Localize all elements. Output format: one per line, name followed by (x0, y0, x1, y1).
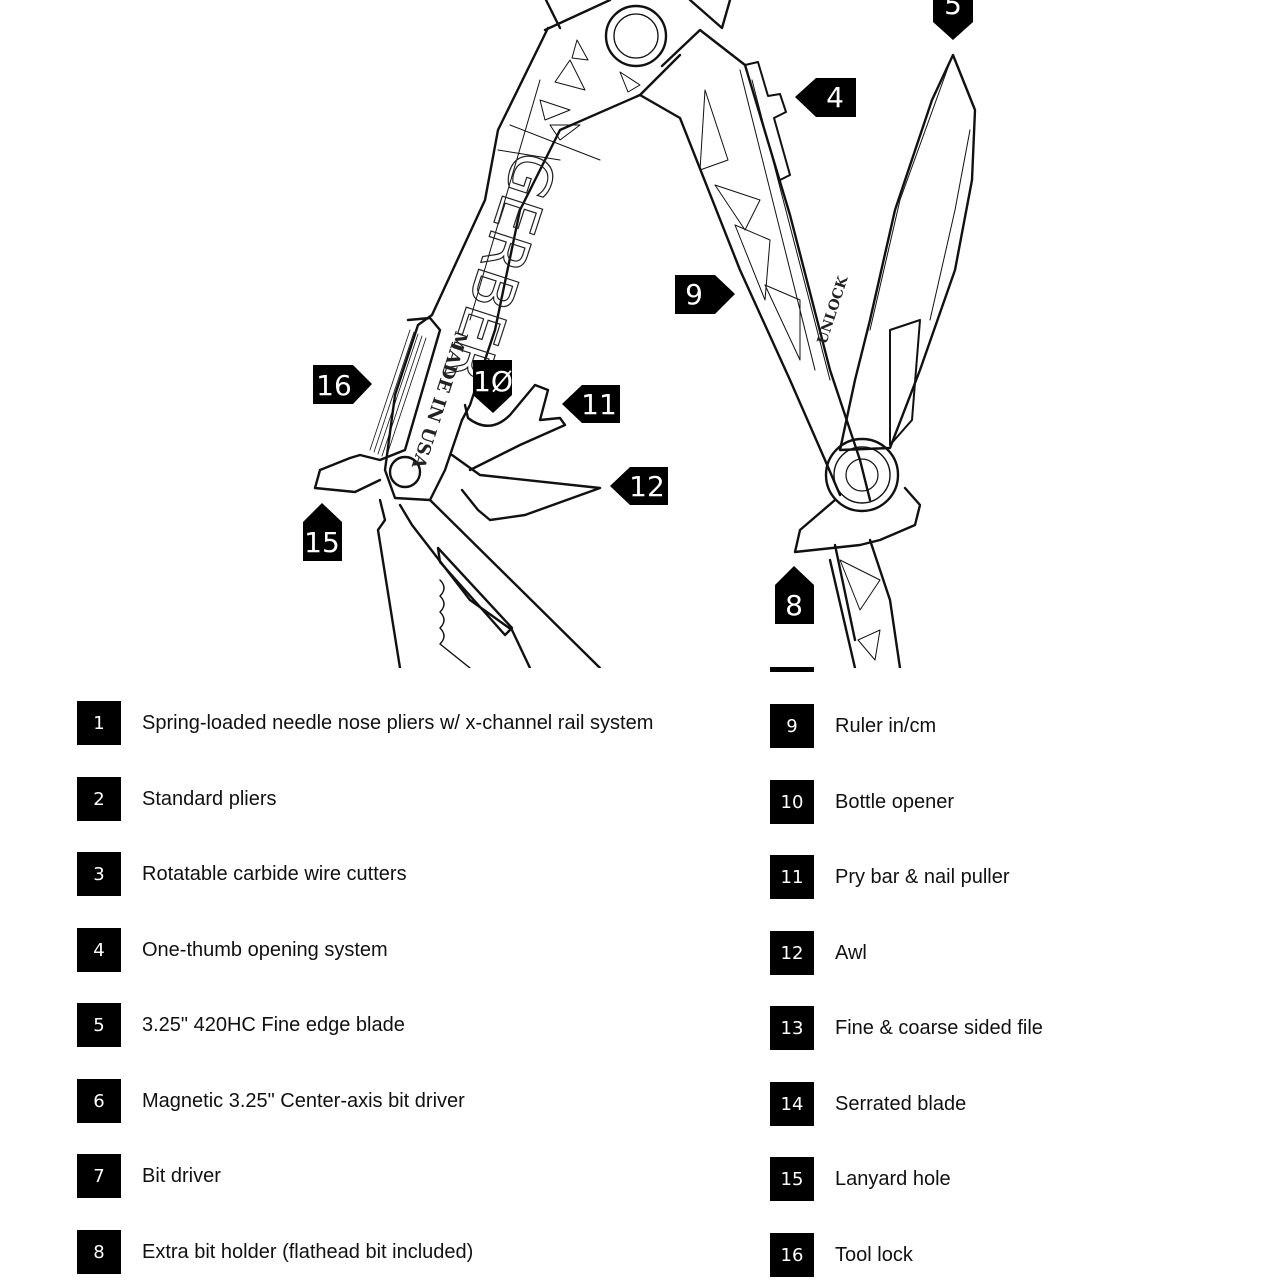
legend-item: 13 Fine & coarse sided file (770, 1006, 1043, 1050)
legend-label: Serrated blade (835, 1092, 967, 1115)
svg-text:8: 8 (785, 589, 803, 622)
legend-number: 6 (77, 1079, 121, 1123)
svg-text:5: 5 (944, 0, 962, 21)
svg-text:16: 16 (316, 369, 352, 402)
legend-number: 2 (77, 777, 121, 821)
legend-label: Magnetic 3.25" Center-axis bit driver (142, 1089, 465, 1112)
serrated-blade (436, 546, 514, 637)
thumb-stud (744, 61, 791, 181)
legend-number: 1 (77, 701, 121, 745)
callout-4: 4 (795, 78, 856, 117)
legend-label: Awl (835, 941, 867, 964)
svg-text:11: 11 (581, 388, 617, 421)
svg-text:9: 9 (685, 278, 703, 311)
legend-number: 4 (77, 928, 121, 972)
callout-5: 5 (933, 0, 973, 40)
legend-item: 1 Spring-loaded needle nose pliers w/ x-… (77, 701, 653, 745)
legend-item: 4 One-thumb opening system (77, 928, 388, 972)
legend-label: Ruler in/cm (835, 714, 937, 737)
legend-item: 7 Bit driver (77, 1154, 221, 1198)
legend-label: Tool lock (835, 1243, 913, 1266)
svg-text:15: 15 (304, 526, 340, 559)
legend-label: Spring-loaded needle nose pliers w/ x-ch… (142, 711, 654, 734)
legend-number: 3 (77, 852, 121, 896)
pivot-top (604, 4, 668, 68)
legend-item: 2 Standard pliers (77, 777, 277, 821)
legend-item: 9 Ruler in/cm (770, 704, 936, 748)
legend-label: Fine & coarse sided file (835, 1016, 1043, 1039)
file-tool-lock (313, 316, 442, 494)
callout-10: 1Ø (473, 360, 513, 413)
legend-label: One-thumb opening system (142, 938, 388, 961)
right-handle-detail (699, 69, 831, 381)
legend-number: 7 (77, 1154, 121, 1198)
legend-item: 14 Serrated blade (770, 1082, 966, 1126)
blade (838, 53, 977, 452)
legend-number: 8 (77, 1230, 121, 1274)
unlock-engraving: UNLOCK (815, 274, 852, 347)
pivot-bottom (824, 437, 900, 513)
legend-label: 3.25" 420HC Fine edge blade (142, 1013, 405, 1036)
legend-item: 6 Magnetic 3.25" Center-axis bit driver (77, 1079, 465, 1123)
legend-item: 11 Pry bar & nail puller (770, 855, 1010, 899)
svg-text:12: 12 (629, 470, 665, 503)
legend-label: Extra bit holder (flathead bit included) (142, 1240, 474, 1263)
callout-8: 8 (775, 566, 814, 624)
file-texture (369, 329, 427, 459)
legend-number: 12 (770, 931, 814, 975)
bottle-opener (463, 383, 567, 472)
callout-16: 16 (313, 365, 372, 404)
legend-number: 11 (770, 855, 814, 899)
bit-holder (793, 486, 922, 554)
legend-label: Bottle opener (835, 790, 954, 813)
awl (450, 453, 602, 522)
legend-item: 16 Tool lock (770, 1233, 913, 1277)
callout-12: 12 (610, 467, 668, 505)
legend-label: Pry bar & nail puller (835, 865, 1010, 888)
legend-number: 13 (770, 1006, 814, 1050)
legend-number: 9 (770, 704, 814, 748)
legend-label: Lanyard hole (835, 1167, 951, 1190)
callout-11: 11 (562, 385, 620, 423)
multitool-illustration: GERBER MADE IN USA UNLOCK 5 4 9 16 1Ø 11… (303, 0, 977, 668)
callout-15: 15 (303, 503, 342, 561)
right-handle (660, 28, 872, 502)
divider-mark (770, 667, 814, 672)
legend-number: 14 (770, 1082, 814, 1126)
svg-text:1Ø: 1Ø (473, 365, 513, 398)
callout-9: 9 (675, 275, 735, 314)
legend-item: 10 Bottle opener (770, 780, 954, 824)
lower-pliers (376, 498, 532, 668)
legend-item: 3 Rotatable carbide wire cutters (77, 852, 407, 896)
legend-number: 10 (770, 780, 814, 824)
legend-label: Bit driver (142, 1164, 221, 1187)
pivot-small (388, 455, 422, 489)
left-handle-detail (469, 39, 641, 321)
svg-text:4: 4 (826, 81, 844, 114)
legend-item: 15 Lanyard hole (770, 1157, 951, 1201)
legend-item: 5 3.25" 420HC Fine edge blade (77, 1003, 405, 1047)
legend-number: 15 (770, 1157, 814, 1201)
legend-item: 12 Awl (770, 931, 867, 975)
legend-label: Rotatable carbide wire cutters (142, 862, 407, 885)
legend-number: 16 (770, 1233, 814, 1277)
blade-nail-nick (889, 319, 921, 446)
legend-item: 8 Extra bit holder (flathead bit include… (77, 1230, 473, 1274)
legend-number: 5 (77, 1003, 121, 1047)
legend-label: Standard pliers (142, 787, 277, 810)
serration-edge (439, 579, 471, 668)
